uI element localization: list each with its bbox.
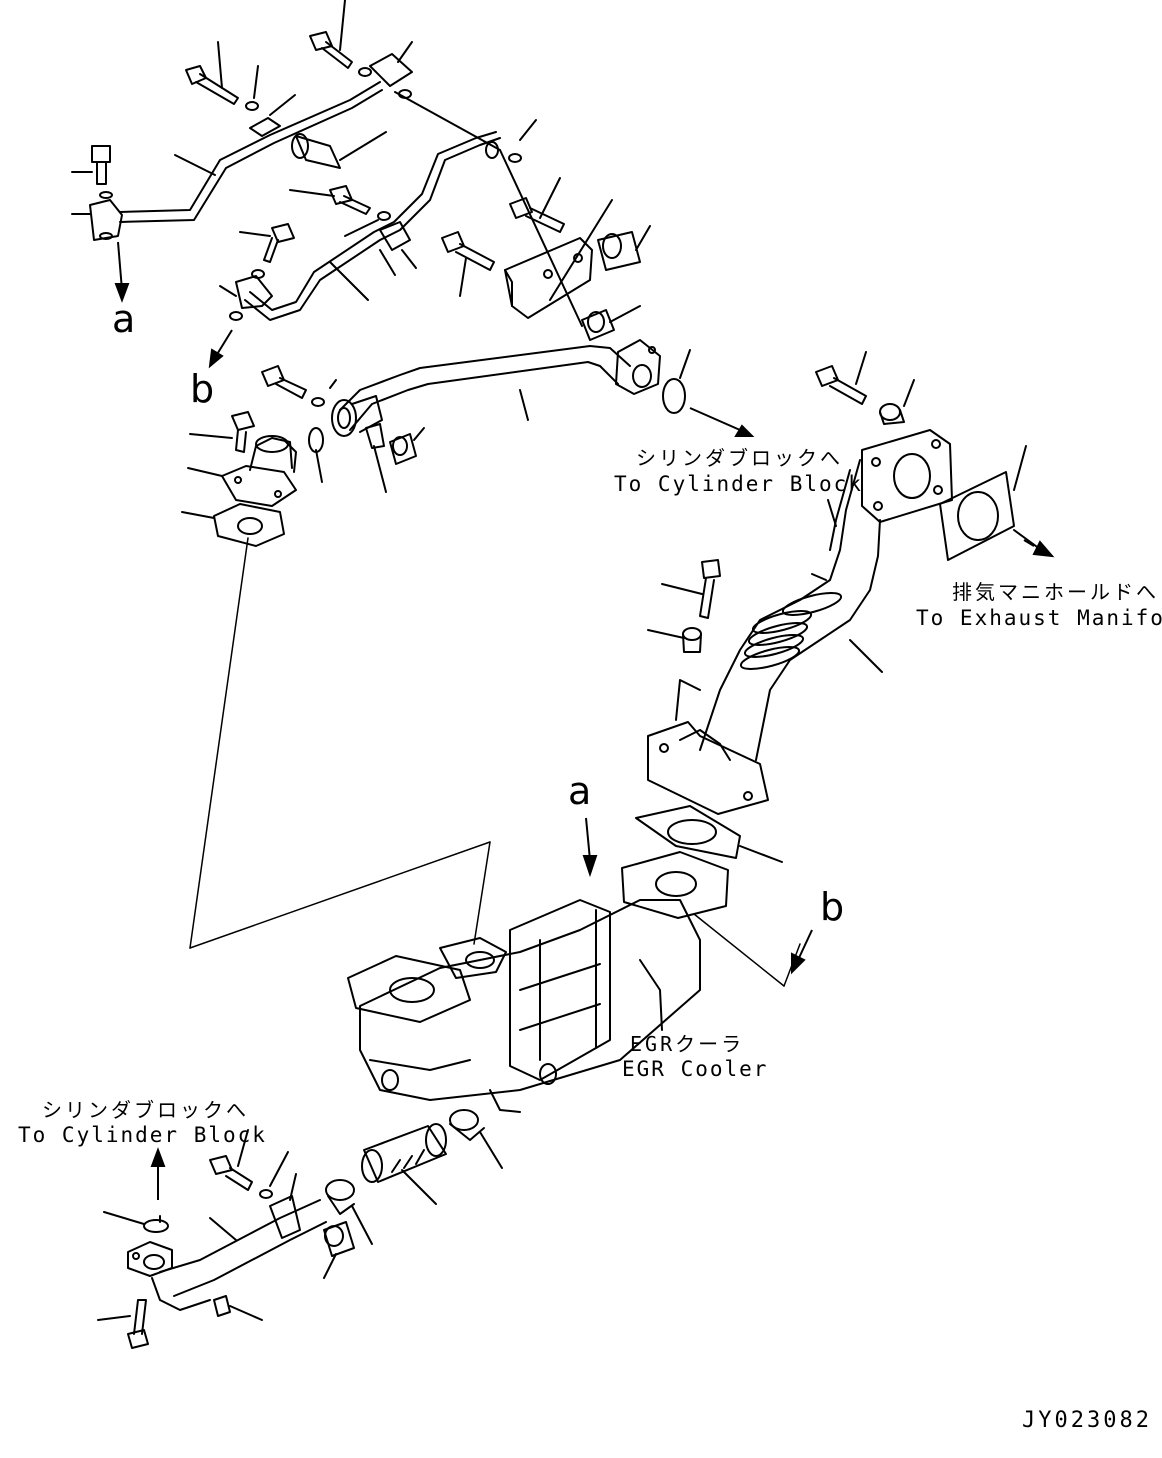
- bolt-mid-3: [509, 177, 565, 233]
- clamp-upper: [449, 1109, 503, 1169]
- drawing-code: JY023082: [1022, 1408, 1152, 1433]
- washer-a1: [99, 191, 113, 199]
- to-cylinder-block-bottom-jp: シリンダブロックへ: [42, 1098, 249, 1122]
- bolt-top-left: [71, 145, 111, 185]
- arrow-b-top: [208, 329, 233, 369]
- arrow-to-cylinder-bottom: [150, 1147, 166, 1200]
- to-cylinder-block-top-jp: シリンダブロックへ: [636, 446, 843, 470]
- exhaust-pipe-assembly: [635, 351, 1045, 863]
- bolt-mid-4: [441, 231, 495, 297]
- bolt-lower-bottom: [97, 1299, 149, 1349]
- reference-mark-a-top: a: [112, 297, 136, 341]
- to-exhaust-manifold-jp: 排気マニホールドへ: [952, 580, 1159, 604]
- main-coolant-pipe: [181, 339, 691, 547]
- o-ring-right: [662, 378, 686, 414]
- connection-lines: [189, 537, 801, 987]
- washer-a3: [245, 101, 259, 111]
- lower-pipe-assembly: [97, 1109, 503, 1349]
- lower-flange: [127, 1241, 173, 1277]
- bolt-top-right: [309, 0, 353, 69]
- spacer-exhaust: [879, 379, 915, 425]
- tube-upper-1: [119, 81, 381, 213]
- exhaust-flange-bottom: [647, 679, 769, 815]
- egr-cooler: [347, 851, 729, 1113]
- o-ring-lower: [103, 1211, 169, 1233]
- eye-joint-a: [89, 199, 123, 241]
- hose: [361, 1123, 447, 1205]
- tube-upper-2: [244, 137, 501, 321]
- o-ring-left: [308, 427, 324, 453]
- bolt-top-center: [185, 41, 239, 105]
- to-cylinder-block-bottom-en: To Cylinder Block: [18, 1123, 267, 1147]
- to-exhaust-manifold-en: To Exhaust Manifold: [916, 606, 1162, 630]
- sleeve-right-2: [581, 305, 641, 341]
- egr-cooler-en: EGR Cooler: [622, 1057, 769, 1081]
- bracket-plate: [504, 199, 613, 319]
- reference-mark-b-top: b: [190, 367, 215, 411]
- arrow-b-cooler: [791, 929, 813, 975]
- sleeve-lower: [323, 1221, 355, 1279]
- arrow-a-cooler: [582, 817, 598, 878]
- gasket-exhaust-bottom: [635, 805, 783, 863]
- to-cylinder-block-top-en: To Cylinder Block: [614, 472, 863, 496]
- bolt-exhaust-mid: [661, 559, 721, 619]
- sleeve-upper-1: [291, 131, 387, 169]
- arrow-a-top: [114, 241, 130, 303]
- bolt-main-left: [261, 365, 307, 399]
- elbow-fitting: [221, 435, 297, 507]
- exhaust-flange-top: [861, 429, 953, 523]
- spacer-exhaust-mid: [647, 627, 702, 653]
- sleeve-main: [389, 427, 425, 465]
- bolt-lower-top: [209, 1129, 253, 1191]
- bolt-mid-2: [239, 223, 295, 263]
- pipe-flange-right: [615, 339, 661, 395]
- washer-a4: [358, 67, 372, 77]
- drain-plug: [213, 1295, 263, 1321]
- bolt-elbow: [189, 411, 255, 453]
- bolt-exhaust-top: [815, 351, 867, 405]
- arrow-to-exhaust: [1023, 539, 1055, 558]
- arrow-to-cylinder-top: [689, 407, 755, 437]
- arrows: [114, 241, 1055, 1200]
- reference-mark-a-cooler: a: [568, 769, 592, 813]
- egr-cooler-jp: EGRクーラ: [630, 1032, 745, 1056]
- upper-small-pipe-assembly: [71, 0, 651, 341]
- bolt-mid-1: [289, 185, 371, 215]
- reference-mark-b-cooler: b: [820, 885, 845, 929]
- gasket-elbow: [181, 503, 285, 547]
- sleeve-right-1: [597, 225, 651, 271]
- clamp-lower: [325, 1179, 373, 1245]
